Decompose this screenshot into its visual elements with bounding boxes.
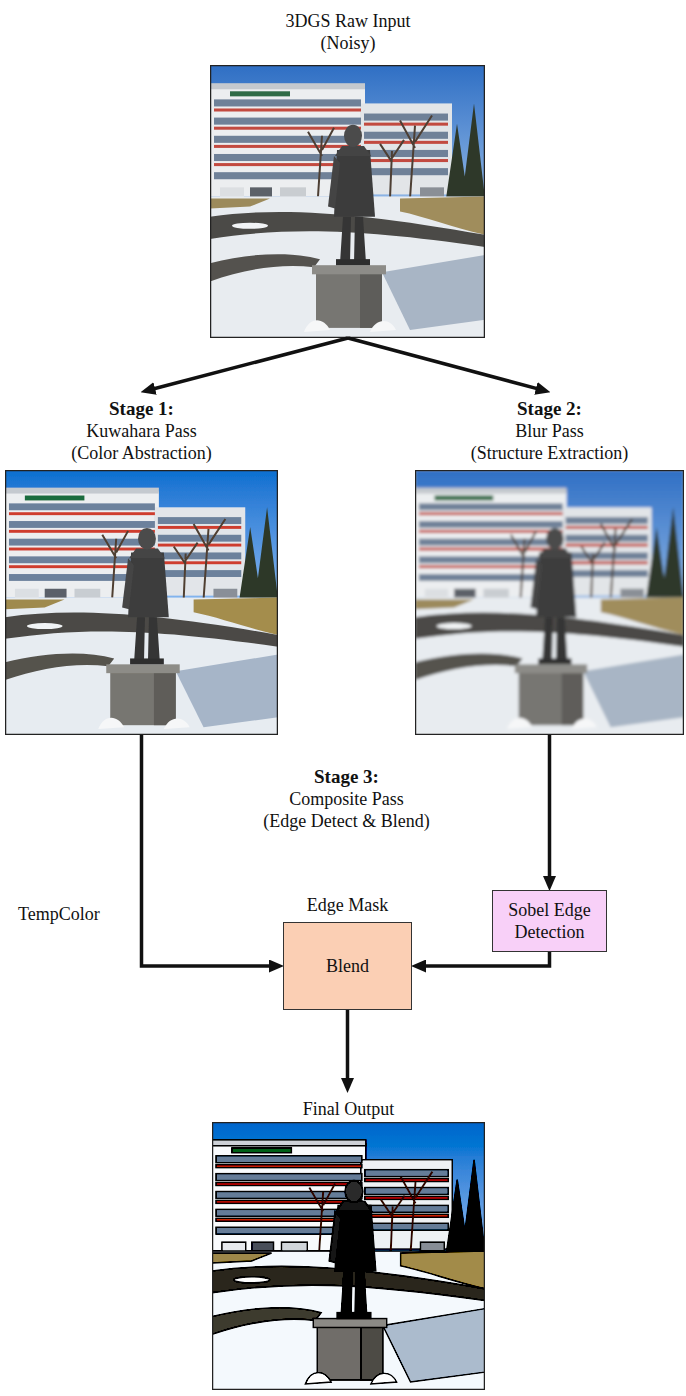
image-title: 3DGS Raw Input	[210, 10, 486, 32]
box-label: Blend	[326, 955, 369, 977]
stage-number: Stage 1:	[5, 398, 278, 420]
image-title: Final Output	[212, 1098, 485, 1120]
stage-name: Kuwahara Pass	[5, 420, 278, 442]
final-photo	[212, 1122, 485, 1390]
stage-number: Stage 3:	[7, 766, 686, 788]
flow-arrow	[142, 735, 276, 966]
flow-arrow	[548, 735, 552, 882]
flow-arrow	[149, 338, 348, 390]
stage-purpose: (Color Abstraction)	[5, 442, 278, 464]
blur-photo	[415, 470, 684, 735]
image-panel: Stage 1:Kuwahara Pass(Color Abstraction)	[5, 392, 278, 735]
blend-node: Blend Edge Mask	[283, 894, 412, 1010]
box-label: Sobel Edge Detection	[499, 899, 600, 943]
kuwahara-photo	[5, 470, 278, 735]
mask-label: Edge Mask	[283, 894, 412, 916]
composite-panel: Stage 3:Composite Pass(Edge Detect & Ble…	[7, 762, 686, 1020]
flow-arrow	[348, 338, 542, 390]
image-panel: 3DGS Raw Input(Noisy)	[210, 4, 486, 338]
image-subtitle: (Noisy)	[210, 32, 486, 54]
input-name: TempColor	[18, 903, 100, 925]
stage-name: Composite Pass	[7, 788, 686, 810]
stage-name: Blur Pass	[415, 420, 684, 442]
image-panel: Stage 2:Blur Pass(Structure Extraction)	[415, 392, 684, 735]
flow-arrow	[420, 952, 550, 966]
stage-number: Stage 2:	[415, 398, 684, 420]
blend-box-shape: Blend	[283, 922, 412, 1010]
stage-purpose: (Structure Extraction)	[415, 442, 684, 464]
process-box: Sobel Edge Detection	[492, 890, 607, 952]
flow-arrow	[346, 1010, 350, 1084]
raw-render-photo	[210, 65, 485, 338]
stage-purpose: (Edge Detect & Blend)	[7, 810, 686, 832]
image-panel: Final Output	[212, 1092, 485, 1390]
